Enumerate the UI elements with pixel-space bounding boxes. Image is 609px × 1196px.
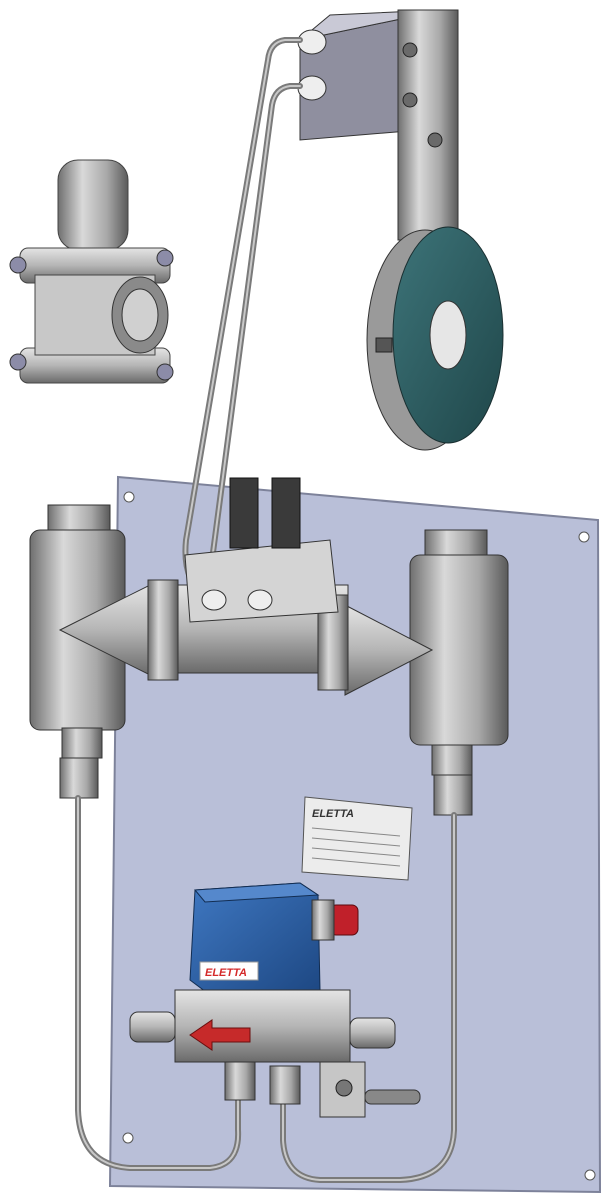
transmitter-logo-badge [199,961,259,981]
horizontal-pipe-section [147,477,349,691]
panel-hole-bottom-right [584,1169,596,1181]
panel-hole-top-left [123,491,135,503]
orifice-plate-disc [366,226,504,451]
loose-flange-part [9,159,174,384]
transmitter-logo: ELETTA [205,967,247,979]
nameplate: ELETTA [301,796,413,881]
panel-hole-bottom-left [122,1132,134,1144]
panel-hole-top-right [578,531,590,543]
nameplate-logo: ELETTA [312,808,354,820]
top-manifold-block [297,9,459,241]
right-condensation-chamber [344,529,509,816]
flow-transmitter: ELETTA [129,882,421,1118]
flow-direction-arrow [189,1019,251,1051]
